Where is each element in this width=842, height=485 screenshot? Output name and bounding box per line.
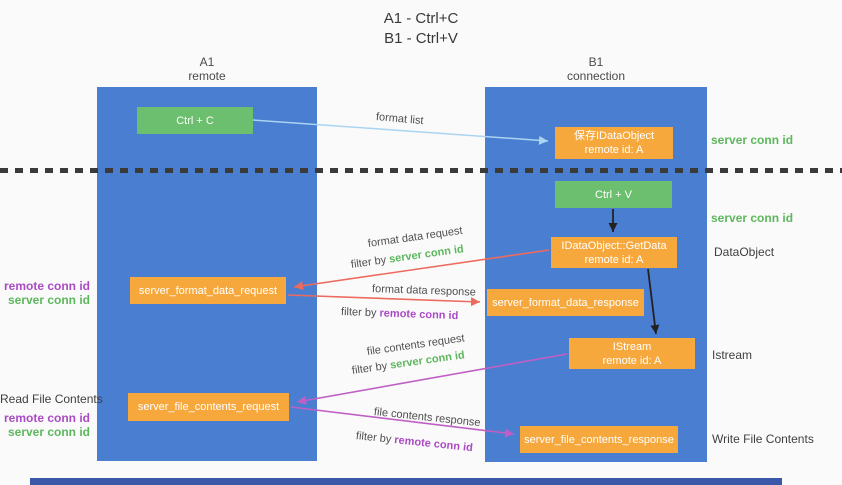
label-file-contents-response: file contents response — [373, 406, 482, 430]
phase-separator-dotted-line — [0, 168, 842, 173]
getdata-line-2: remote id: A — [584, 253, 644, 266]
ctrl-c-label: Ctrl + C — [176, 114, 214, 127]
label-format-list: format list — [375, 111, 425, 128]
lifeline-b1-role: connection — [566, 69, 626, 83]
right-label-dataobject: DataObject — [714, 245, 775, 259]
ctrl-v-label: Ctrl + V — [595, 188, 632, 201]
left-label-conn-ids-2: remote conn id server conn id — [0, 411, 90, 439]
node-istream: IStream remote id: A — [569, 338, 695, 369]
right-label-server-conn-id-1: server conn id — [711, 133, 794, 147]
label-filter-by-remote-conn-id-1: filter by remote conn id — [341, 306, 459, 322]
label-format-data-response: format data response — [371, 283, 477, 299]
lifeline-header-b1: B1 connection — [485, 55, 707, 83]
diagram-title: A1 - Ctrl+C B1 - Ctrl+V — [321, 9, 521, 49]
remote-conn-id-text: remote conn id — [393, 434, 474, 455]
node-server-file-contents-request: server_file_contents_request — [128, 393, 289, 421]
remote-conn-id-text: remote conn id — [379, 307, 459, 323]
node-server-file-contents-response: server_file_contents_response — [520, 426, 678, 453]
left-server-conn-id-1: server conn id — [7, 293, 90, 307]
bottom-bar — [30, 478, 782, 485]
lifeline-header-a1: A1 remote — [97, 55, 317, 83]
node-getdata: IDataObject::GetData remote id: A — [551, 237, 677, 268]
filter-by-text: filter by — [340, 306, 377, 320]
left-remote-conn-id-2: remote conn id — [3, 411, 90, 425]
right-label-istream: Istream — [712, 348, 753, 362]
server-format-data-response-label: server_format_data_response — [492, 296, 639, 309]
lifeline-b1-name: B1 — [588, 55, 604, 69]
filter-by-text: filter by — [355, 430, 392, 446]
left-label-conn-ids-1: remote conn id server conn id — [0, 279, 90, 307]
node-ctrl-v: Ctrl + V — [555, 181, 672, 208]
getdata-line-1: IDataObject::GetData — [561, 239, 667, 252]
left-label-read-file-contents: Read File Contents — [0, 392, 103, 406]
save-dataobject-line-1: 保存IDataObject — [573, 130, 655, 142]
title-line-2: B1 - Ctrl+V — [384, 30, 458, 47]
lifeline-a1-role: remote — [188, 69, 226, 83]
right-label-write-file-contents: Write File Contents — [712, 432, 814, 446]
label-filter-by-remote-conn-id-2: filter by remote conn id — [355, 430, 473, 454]
node-server-format-data-request: server_format_data_request — [130, 277, 286, 304]
server-file-contents-response-label: server_file_contents_response — [524, 433, 674, 446]
server-file-contents-request-label: server_file_contents_request — [137, 401, 280, 413]
filter-by-text: filter by — [351, 360, 388, 377]
label-filter-by-server-conn-id-1: filter by server conn id — [350, 243, 464, 271]
istream-line-2: remote id: A — [602, 354, 662, 367]
right-label-server-conn-id-2: server conn id — [711, 211, 794, 225]
istream-line-1: IStream — [612, 340, 652, 353]
lifeline-a1-name: A1 — [199, 55, 215, 69]
save-dataobject-line-2: remote id: A — [584, 144, 644, 156]
node-save-dataobject: 保存IDataObject remote id: A — [555, 127, 673, 159]
node-ctrl-c: Ctrl + C — [137, 107, 253, 134]
node-server-format-data-response: server_format_data_response — [487, 289, 644, 316]
title-line-1: A1 - Ctrl+C — [383, 10, 459, 27]
filter-by-text: filter by — [350, 254, 387, 271]
server-conn-id-text: server conn id — [388, 243, 465, 266]
server-format-data-request-label: server_format_data_request — [138, 284, 278, 297]
left-remote-conn-id-1: remote conn id — [3, 279, 90, 293]
left-server-conn-id-2: server conn id — [7, 425, 90, 439]
